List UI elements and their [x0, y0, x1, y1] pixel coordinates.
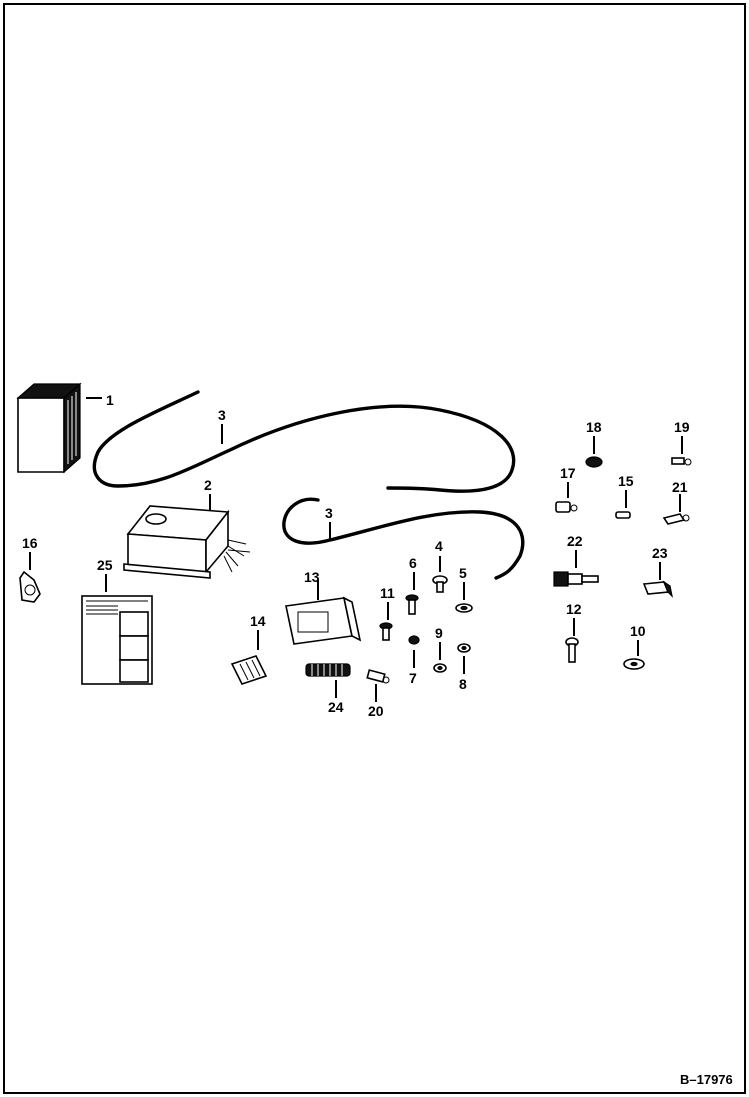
callout-9: 9	[435, 625, 443, 641]
part-23-block	[642, 580, 673, 598]
callout-23: 23	[652, 545, 668, 561]
drawing-frame	[3, 3, 746, 1094]
callout-3a: 3	[218, 407, 226, 423]
part-11-bolt	[379, 622, 393, 641]
callout-12: 12	[566, 601, 582, 617]
part-10-washer	[623, 658, 645, 670]
callout-7: 7	[409, 670, 417, 686]
callout-24: 24	[328, 699, 344, 715]
part-7-nut	[408, 635, 420, 645]
part-6-bolt	[405, 594, 419, 615]
part-22-switch	[553, 571, 599, 587]
part-4-screw	[432, 575, 448, 593]
part-8-washer	[457, 643, 471, 653]
callout-16: 16	[22, 535, 38, 551]
callout-15: 15	[618, 473, 634, 489]
callout-1: 1	[106, 392, 114, 408]
callout-3b: 3	[325, 505, 333, 521]
callout-8: 8	[459, 676, 467, 692]
part-2-control-box	[123, 505, 251, 579]
part-3-harness-loop	[92, 390, 516, 493]
callout-19: 19	[674, 419, 690, 435]
part-16-clip	[19, 570, 41, 603]
callout-25: 25	[97, 557, 113, 573]
callout-10: 10	[630, 623, 646, 639]
part-21-terminal	[662, 513, 690, 525]
callout-18: 18	[586, 419, 602, 435]
part-20-terminal	[366, 669, 390, 684]
drawing-reference: B–17976	[680, 1072, 733, 1087]
part-9-nut	[433, 663, 447, 673]
part-12-bolt	[565, 637, 579, 663]
part-3-harness-wire	[282, 497, 525, 580]
part-14-connector	[230, 655, 268, 685]
callout-20: 20	[368, 703, 384, 719]
callout-14: 14	[250, 613, 266, 629]
callout-6: 6	[409, 555, 417, 571]
part-18-cap	[585, 456, 603, 468]
callout-5: 5	[459, 565, 467, 581]
callout-17: 17	[560, 465, 576, 481]
part-1-relay-box	[16, 382, 82, 474]
part-25-decal	[81, 595, 153, 685]
part-17-terminal	[555, 501, 578, 513]
callout-21: 21	[672, 479, 688, 495]
part-5-washer	[455, 603, 473, 613]
part-15-pin	[615, 511, 631, 519]
callout-13: 13	[304, 569, 320, 585]
part-19-terminal	[671, 457, 692, 466]
callout-22: 22	[567, 533, 583, 549]
callout-4: 4	[435, 538, 443, 554]
part-24-spring	[305, 663, 351, 677]
callout-2: 2	[204, 477, 212, 493]
part-13-bracket	[285, 596, 362, 645]
callout-11: 11	[380, 585, 395, 601]
